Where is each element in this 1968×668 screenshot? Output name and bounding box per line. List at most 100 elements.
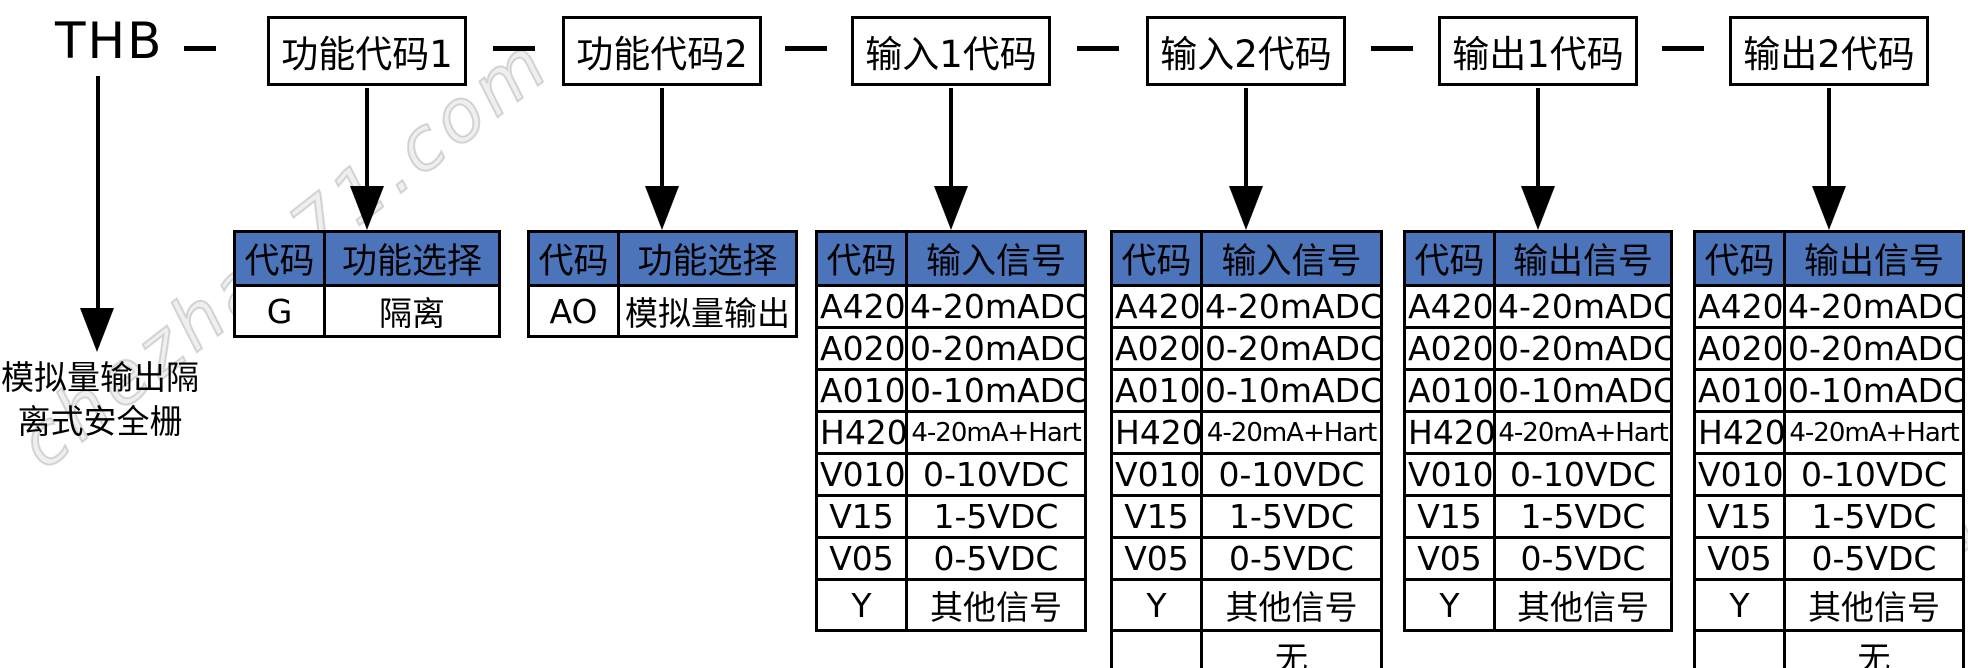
connector-dash [1371,46,1413,51]
table-cell: 1-5VDC [1200,494,1383,539]
code-box-input-2: 输入2代码 [1146,16,1346,86]
table-header-row: 代码输出信号 [1693,230,1965,287]
table-cell: Y [1693,578,1786,632]
product-description-line: 离式安全栅 [17,401,183,441]
table-cell: 0-20mADC [1783,326,1965,371]
down-arrow-line [949,88,953,188]
connector-dash [493,46,535,51]
table-cell: Y [815,578,908,632]
down-arrow-icon [645,186,679,230]
table-header-row: 代码功能选择 [527,230,798,287]
down-arrow-icon [350,186,384,230]
table-cell: 4-20mADC [905,284,1087,329]
table-row: 无 [1693,629,1965,668]
table-cell: V05 [1403,536,1496,581]
code-box-output-1: 输出1代码 [1438,16,1638,86]
table-cell: 0-5VDC [1783,536,1965,581]
table-header-cell: 代码 [233,230,326,287]
table-cell: 0-10mADC [1783,368,1965,413]
model-prefix-label: THB [55,12,164,70]
table-cell: H420 [1110,410,1203,455]
table-cell: V15 [1403,494,1496,539]
table-header-cell: 代码 [527,230,620,287]
table-header-row: 代码输入信号 [815,230,1087,287]
table-cell: V05 [815,536,908,581]
code-box-function-2: 功能代码2 [562,16,762,86]
table-cell: 无 [1783,629,1965,668]
table-cell: 0-5VDC [1493,536,1673,581]
table-cell: 1-5VDC [905,494,1087,539]
down-arrow-line [1827,88,1831,188]
table-cell: A420 [1693,284,1786,329]
thb-arrow-icon [80,308,114,352]
table-cell: 0-20mADC [1493,326,1673,371]
table-cell: A010 [1110,368,1203,413]
table-cell: 0-10mADC [905,368,1087,413]
table-header-cell: 代码 [815,230,908,287]
table-cell: V15 [1110,494,1203,539]
table-cell: V05 [1110,536,1203,581]
table-cell: 模拟量输出 [617,284,798,338]
table-cell: 4-20mADC [1200,284,1383,329]
table-cell: Y [1403,578,1496,632]
table-header-cell: 输出信号 [1493,230,1673,287]
table-cell: 1-5VDC [1783,494,1965,539]
connector-dash [1662,46,1704,51]
table-cell [1693,629,1786,668]
table-cell: H420 [1403,410,1496,455]
down-arrow-line [1536,88,1540,188]
table-cell: A020 [1110,326,1203,371]
table-cell: A020 [815,326,908,371]
table-cell: 4-20mA+Hart [1493,410,1673,455]
table-header-cell: 输入信号 [905,230,1087,287]
table-cell: 其他信号 [1783,578,1965,632]
code-box-output-2: 输出2代码 [1729,16,1929,86]
table-cell: A420 [1403,284,1496,329]
down-arrow-line [660,88,664,188]
down-arrow-icon [1521,186,1555,230]
table-cell: 0-5VDC [905,536,1087,581]
code-box-input-1: 输入1代码 [851,16,1051,86]
table-cell: 4-20mADC [1783,284,1965,329]
table-cell: V010 [1693,452,1786,497]
product-description: 模拟量输出隔 离式安全栅 [0,356,200,443]
table-header-row: 代码输入信号 [1110,230,1383,287]
table-cell: 1-5VDC [1493,494,1673,539]
connector-dash [184,46,216,51]
table-cell: 0-10mADC [1493,368,1673,413]
table-header-cell: 代码 [1110,230,1203,287]
table-cell: V15 [1693,494,1786,539]
table-cell: 其他信号 [905,578,1087,632]
table-cell: A010 [1403,368,1496,413]
down-arrow-icon [1229,186,1263,230]
table-cell: V010 [815,452,908,497]
table-cell: 其他信号 [1493,578,1673,632]
